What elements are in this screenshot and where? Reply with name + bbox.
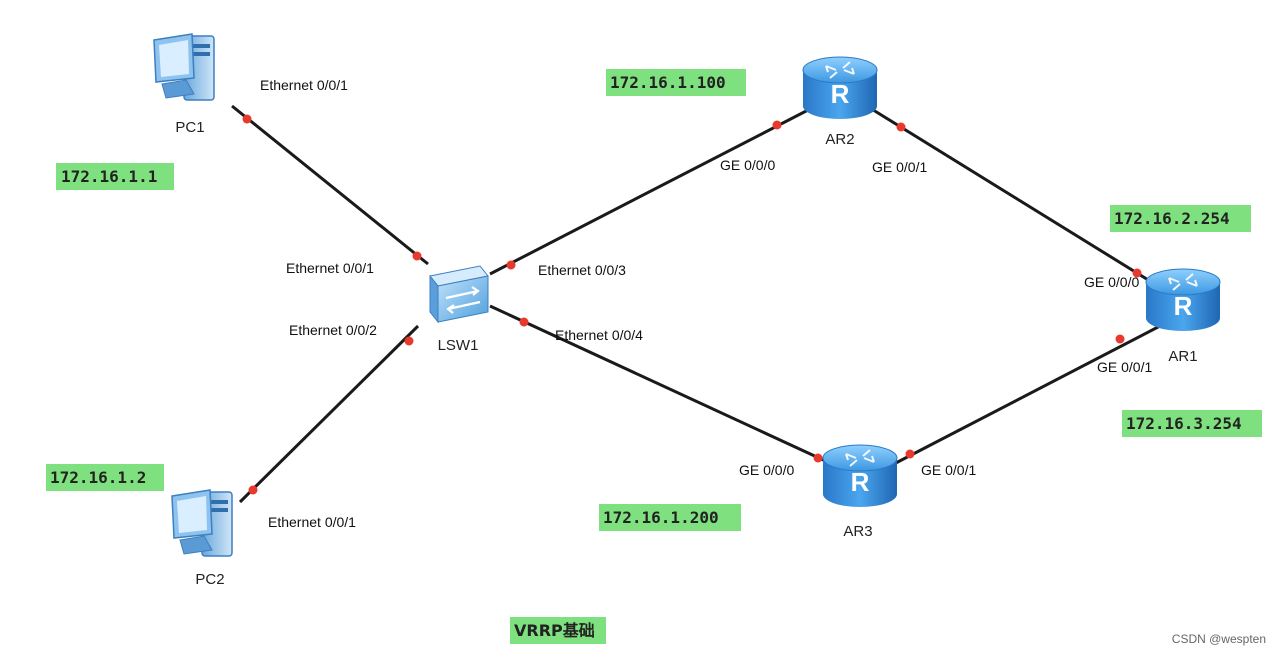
pc1-label: PC1 [175, 119, 204, 136]
pc2-device[interactable]: PC2 [171, 489, 233, 588]
port-dot [248, 485, 258, 495]
svg-text:172.16.1.1: 172.16.1.1 [61, 167, 157, 186]
port-dot [404, 336, 414, 346]
link-ar3-ar1 [889, 324, 1161, 468]
pc1-device[interactable]: PC1 [153, 33, 215, 136]
port-label-ar3-ge001: GE 0/0/1 [921, 462, 976, 478]
port-label-ar2-ge001: GE 0/0/1 [872, 159, 927, 175]
svg-text:172.16.1.200: 172.16.1.200 [603, 508, 719, 527]
ip-label-pc1: 172.16.1.1 [56, 163, 174, 190]
port-label-ar3-ge000: GE 0/0/0 [739, 462, 794, 478]
port-dot [896, 122, 906, 132]
pc-icon [171, 489, 233, 557]
ip-label-pc2: 172.16.1.2 [46, 464, 164, 491]
ar1-label: AR1 [1168, 348, 1197, 365]
port-label-lsw1-eth3: Ethernet 0/0/3 [538, 262, 626, 278]
port-dot [905, 449, 915, 459]
port-label-ar2-ge000: GE 0/0/0 [720, 157, 775, 173]
ar2-label: AR2 [825, 131, 854, 148]
watermark: CSDN @wespten [1171, 632, 1266, 646]
ar2-device[interactable]: AR2 [802, 56, 878, 148]
port-dot [1132, 268, 1142, 278]
port-dot [772, 120, 782, 130]
svg-text:172.16.1.2: 172.16.1.2 [50, 468, 146, 487]
port-label-ar1-ge001: GE 0/0/1 [1097, 359, 1152, 375]
link-pc1-lsw1 [231, 104, 429, 266]
pc-icon [153, 33, 215, 101]
diagram-title: VRRP基础 [510, 617, 606, 644]
svg-text:172.16.2.254: 172.16.2.254 [1114, 209, 1230, 228]
port-dot [1115, 334, 1125, 344]
port-label-pc2-eth: Ethernet 0/0/1 [268, 514, 356, 530]
svg-text:172.16.1.100: 172.16.1.100 [610, 73, 726, 92]
lsw1-device[interactable]: LSW1 [428, 264, 490, 354]
link-ar2-ar1 [869, 106, 1159, 288]
switch-icon [428, 264, 490, 324]
ar3-device[interactable]: AR3 [822, 444, 898, 540]
router-icon [822, 444, 898, 508]
svg-text:172.16.3.254: 172.16.3.254 [1126, 414, 1242, 433]
port-dot [506, 260, 516, 270]
port-label-lsw1-eth1: Ethernet 0/0/1 [286, 260, 374, 276]
router-icon [1145, 268, 1221, 332]
port-label-ar1-ge000: GE 0/0/0 [1084, 274, 1139, 290]
router-icon [802, 56, 878, 120]
port-dot [412, 251, 422, 261]
port-label-lsw1-eth2: Ethernet 0/0/2 [289, 322, 377, 338]
ip-label-ar3: 172.16.1.200 [599, 504, 741, 531]
link-pc2-lsw1 [238, 324, 420, 504]
ip-label-ar1-up: 172.16.2.254 [1110, 205, 1251, 232]
svg-text:VRRP基础: VRRP基础 [514, 621, 595, 640]
port-dot [519, 317, 529, 327]
ip-label-ar2: 172.16.1.100 [606, 69, 746, 96]
lsw1-label: LSW1 [438, 337, 479, 354]
port-label-pc1-eth: Ethernet 0/0/1 [260, 77, 348, 93]
link-lsw1-ar3 [489, 304, 833, 466]
ip-label-ar1-down: 172.16.3.254 [1122, 410, 1262, 437]
link-lsw1-ar2 [489, 106, 813, 276]
ar1-device[interactable]: AR1 [1145, 268, 1221, 365]
pc2-label: PC2 [195, 571, 224, 588]
port-label-lsw1-eth4: Ethernet 0/0/4 [555, 327, 643, 343]
port-dot [242, 114, 252, 124]
port-dot [813, 453, 823, 463]
ar3-label: AR3 [843, 523, 872, 540]
